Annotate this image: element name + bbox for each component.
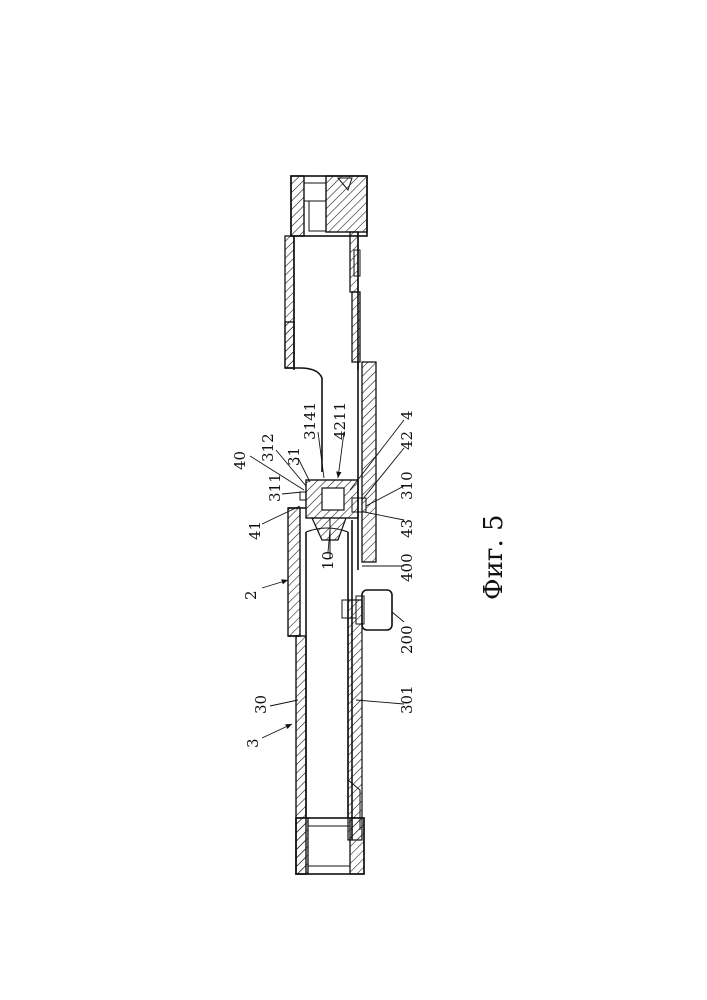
figure-caption: Фиг. 5 — [479, 514, 509, 600]
label-400: 400 — [398, 553, 416, 582]
label-4211: 4211 — [331, 402, 349, 440]
label-42: 42 — [398, 431, 416, 450]
label-3: 3 — [244, 738, 262, 748]
label-3141: 3141 — [301, 402, 319, 440]
label-301: 301 — [398, 685, 416, 714]
label-312: 312 — [259, 433, 277, 462]
label-200: 200 — [398, 625, 416, 654]
label-31: 31 — [285, 447, 303, 466]
label-41: 41 — [246, 521, 264, 540]
label-40: 40 — [231, 451, 249, 470]
sleeve-2 — [288, 508, 306, 636]
label-311: 311 — [266, 473, 284, 502]
reference-labels: 40 312 3141 4211 4 31 311 41 42 310 43 1… — [231, 402, 416, 748]
label-4: 4 — [398, 410, 416, 420]
connector-assembly — [300, 480, 366, 558]
label-310: 310 — [398, 471, 416, 500]
label-2: 2 — [242, 590, 260, 600]
leader-lines — [250, 420, 404, 738]
label-30: 30 — [252, 695, 270, 714]
lower-tube-30 — [296, 520, 364, 874]
upper-end-cap — [291, 176, 367, 236]
label-10: 10 — [319, 551, 337, 570]
label-43: 43 — [398, 519, 416, 538]
